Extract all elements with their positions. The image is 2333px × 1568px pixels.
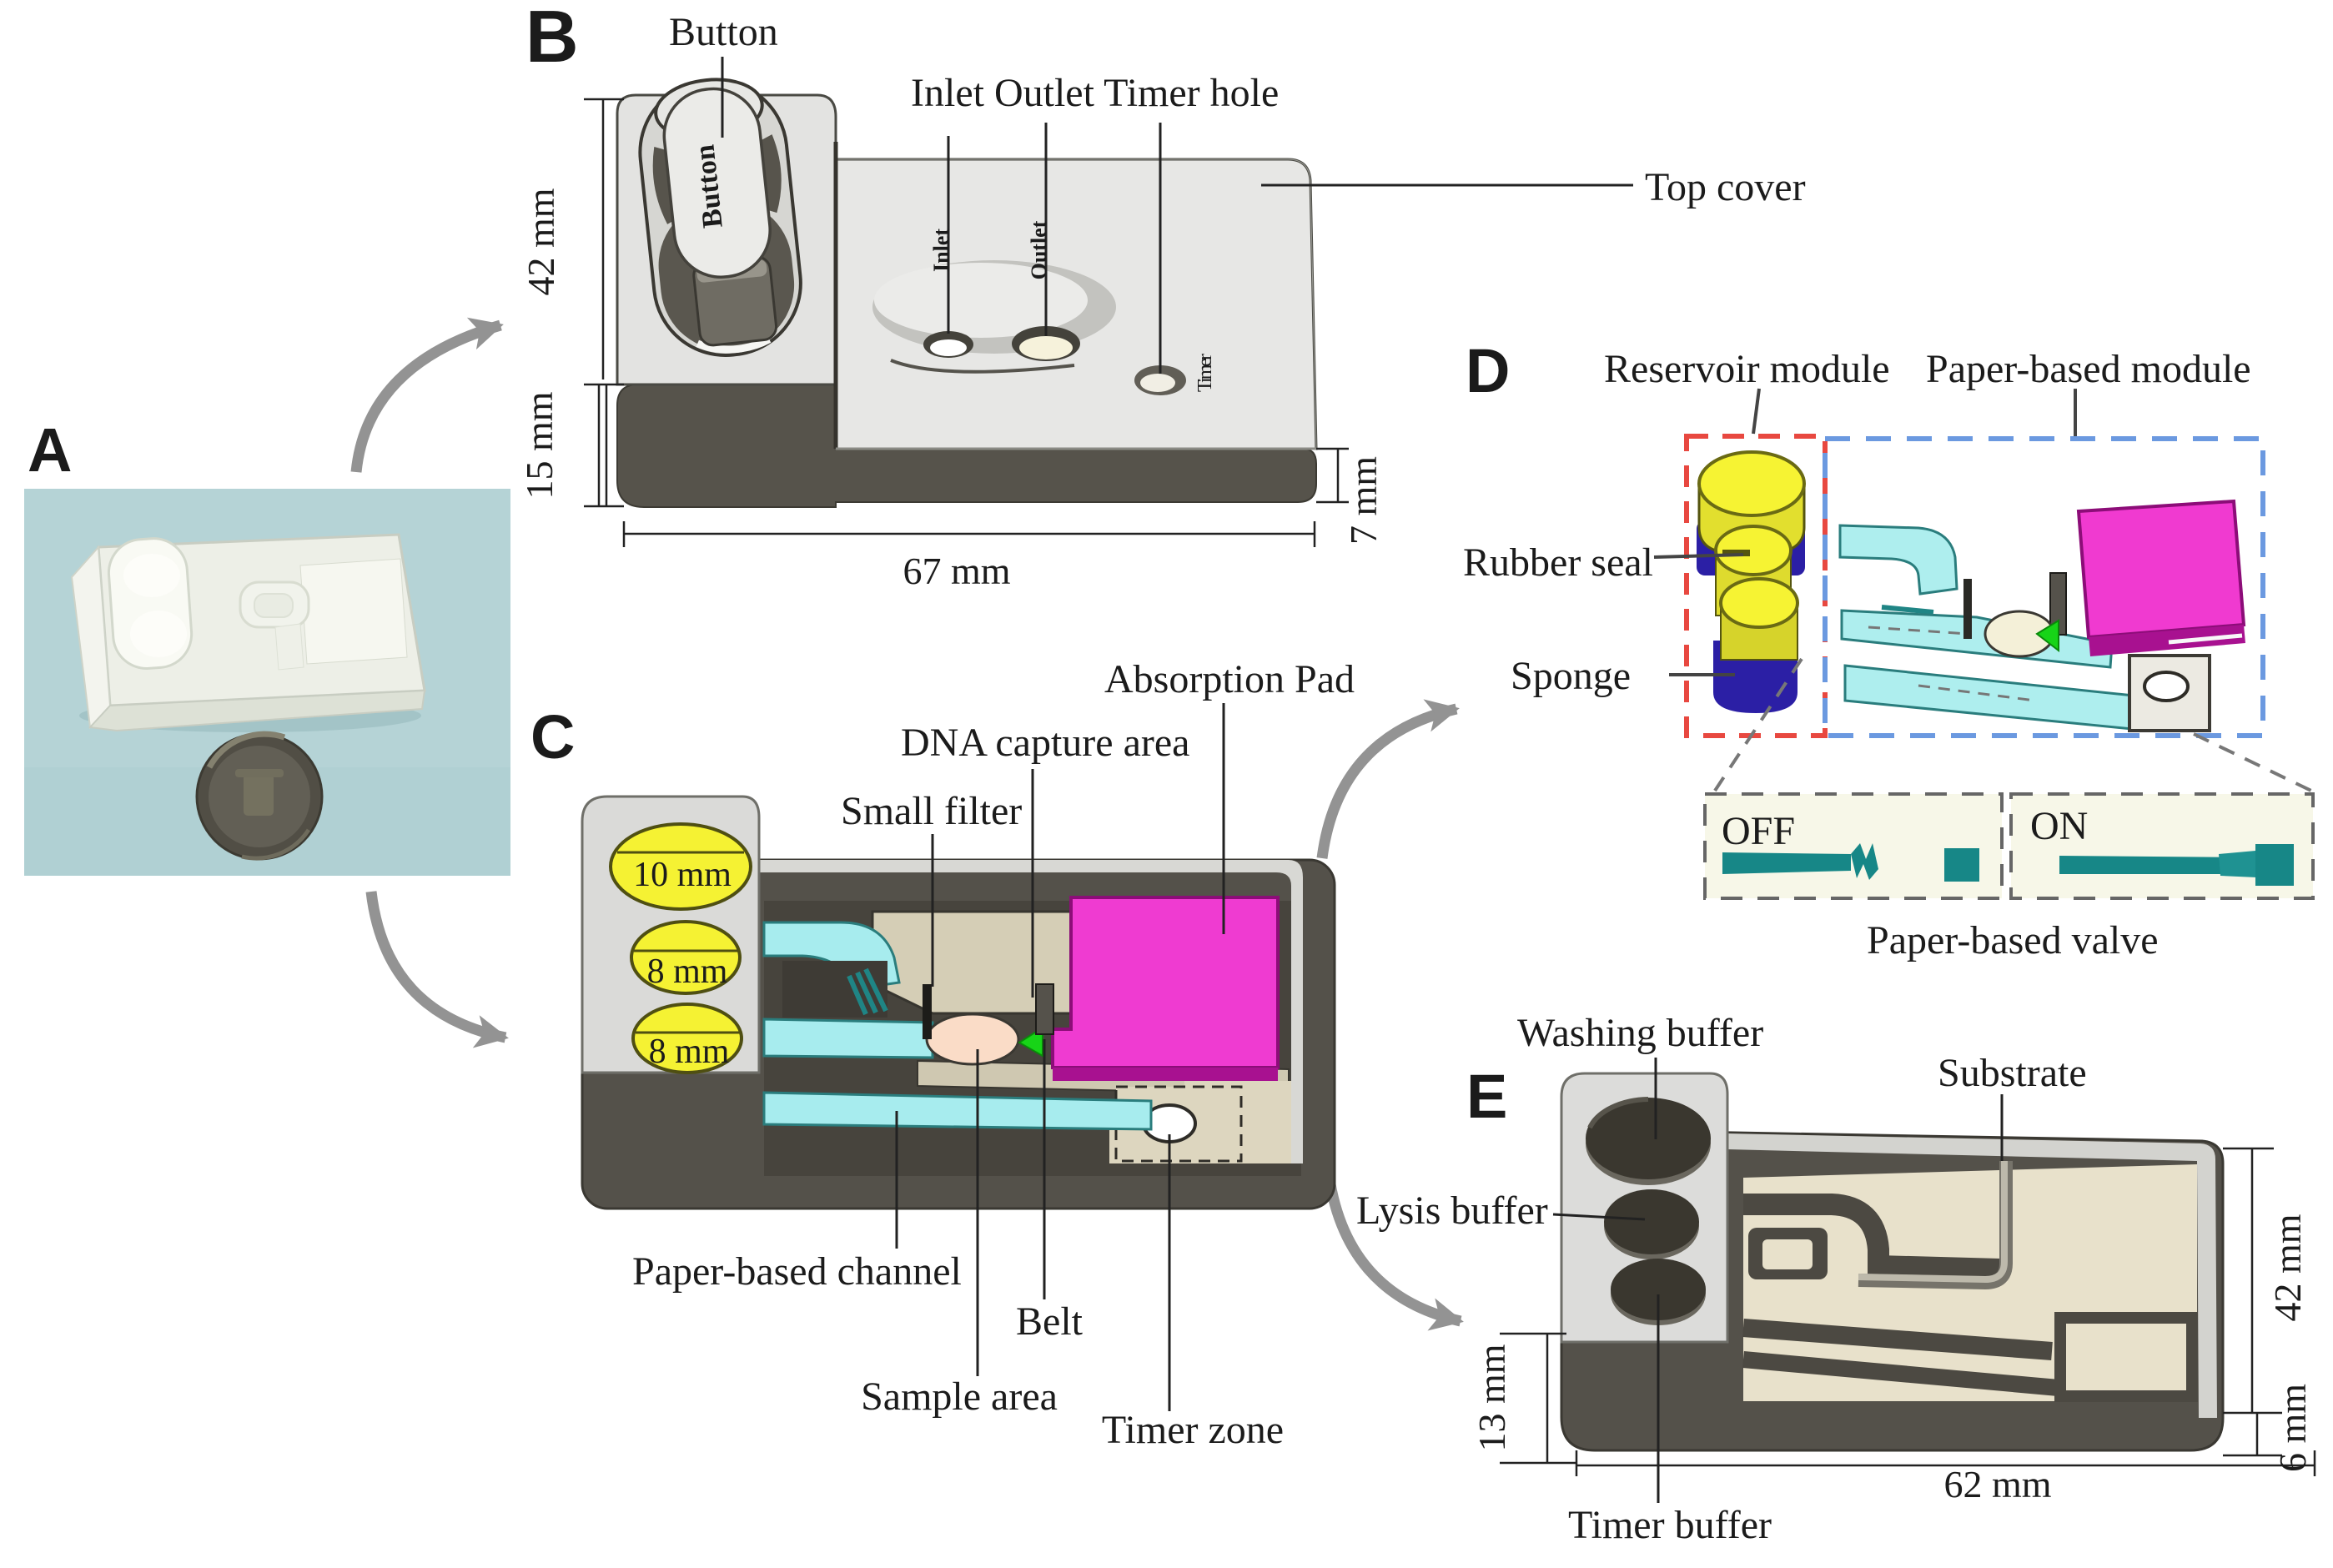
svg-text:Absorption Pad: Absorption Pad [1104, 657, 1355, 701]
svg-text:Timer: Timer [1194, 354, 1216, 392]
svg-text:E: E [1466, 1062, 1507, 1131]
svg-text:OFF: OFF [1722, 809, 1795, 853]
svg-text:8 mm: 8 mm [647, 952, 728, 991]
svg-text:C: C [530, 702, 575, 771]
svg-text:6 mm: 6 mm [2271, 1384, 2314, 1472]
svg-text:8 mm: 8 mm [649, 1033, 730, 1071]
svg-text:Inlet: Inlet [929, 229, 953, 272]
svg-text:42 mm: 42 mm [520, 188, 562, 295]
svg-text:Button: Button [669, 10, 778, 54]
svg-text:Lysis buffer: Lysis buffer [1356, 1189, 1548, 1233]
svg-text:Washing buffer: Washing buffer [1517, 1011, 1763, 1055]
svg-text:DNA capture area: DNA capture area [901, 721, 1189, 765]
svg-text:Reservoir module: Reservoir module [1604, 347, 1890, 391]
svg-text:13 mm: 13 mm [1471, 1344, 1513, 1451]
svg-text:15 mm: 15 mm [518, 391, 561, 499]
svg-text:Timer buffer: Timer buffer [1568, 1503, 1772, 1547]
svg-text:Inlet Outlet Timer hole: Inlet Outlet Timer hole [911, 71, 1279, 115]
svg-text:Substrate: Substrate [1938, 1051, 2087, 1095]
svg-text:D: D [1466, 336, 1510, 405]
svg-text:67 mm: 67 mm [903, 550, 1010, 592]
svg-text:Sponge: Sponge [1511, 654, 1631, 698]
svg-text:10 mm: 10 mm [633, 856, 732, 894]
svg-text:ON: ON [2030, 804, 2088, 848]
svg-text:Paper-based module: Paper-based module [1926, 347, 2251, 391]
svg-text:Belt: Belt [1016, 1299, 1084, 1344]
svg-text:Paper-based valve: Paper-based valve [1867, 918, 2159, 962]
svg-text:Sample area: Sample area [861, 1375, 1058, 1419]
svg-text:42 mm: 42 mm [2266, 1214, 2309, 1321]
svg-text:Paper-based channel: Paper-based channel [632, 1249, 962, 1294]
svg-text:B: B [525, 0, 579, 78]
svg-text:7 mm: 7 mm [1342, 456, 1385, 545]
svg-text:62 mm: 62 mm [1943, 1463, 2051, 1505]
svg-text:Small filter: Small filter [841, 789, 1022, 833]
svg-text:Outlet: Outlet [1027, 220, 1051, 279]
svg-text:Timer zone: Timer zone [1102, 1408, 1284, 1452]
svg-text:Rubber seal: Rubber seal [1463, 540, 1653, 585]
svg-text:Top cover: Top cover [1645, 165, 1806, 209]
svg-text:A: A [28, 415, 72, 485]
